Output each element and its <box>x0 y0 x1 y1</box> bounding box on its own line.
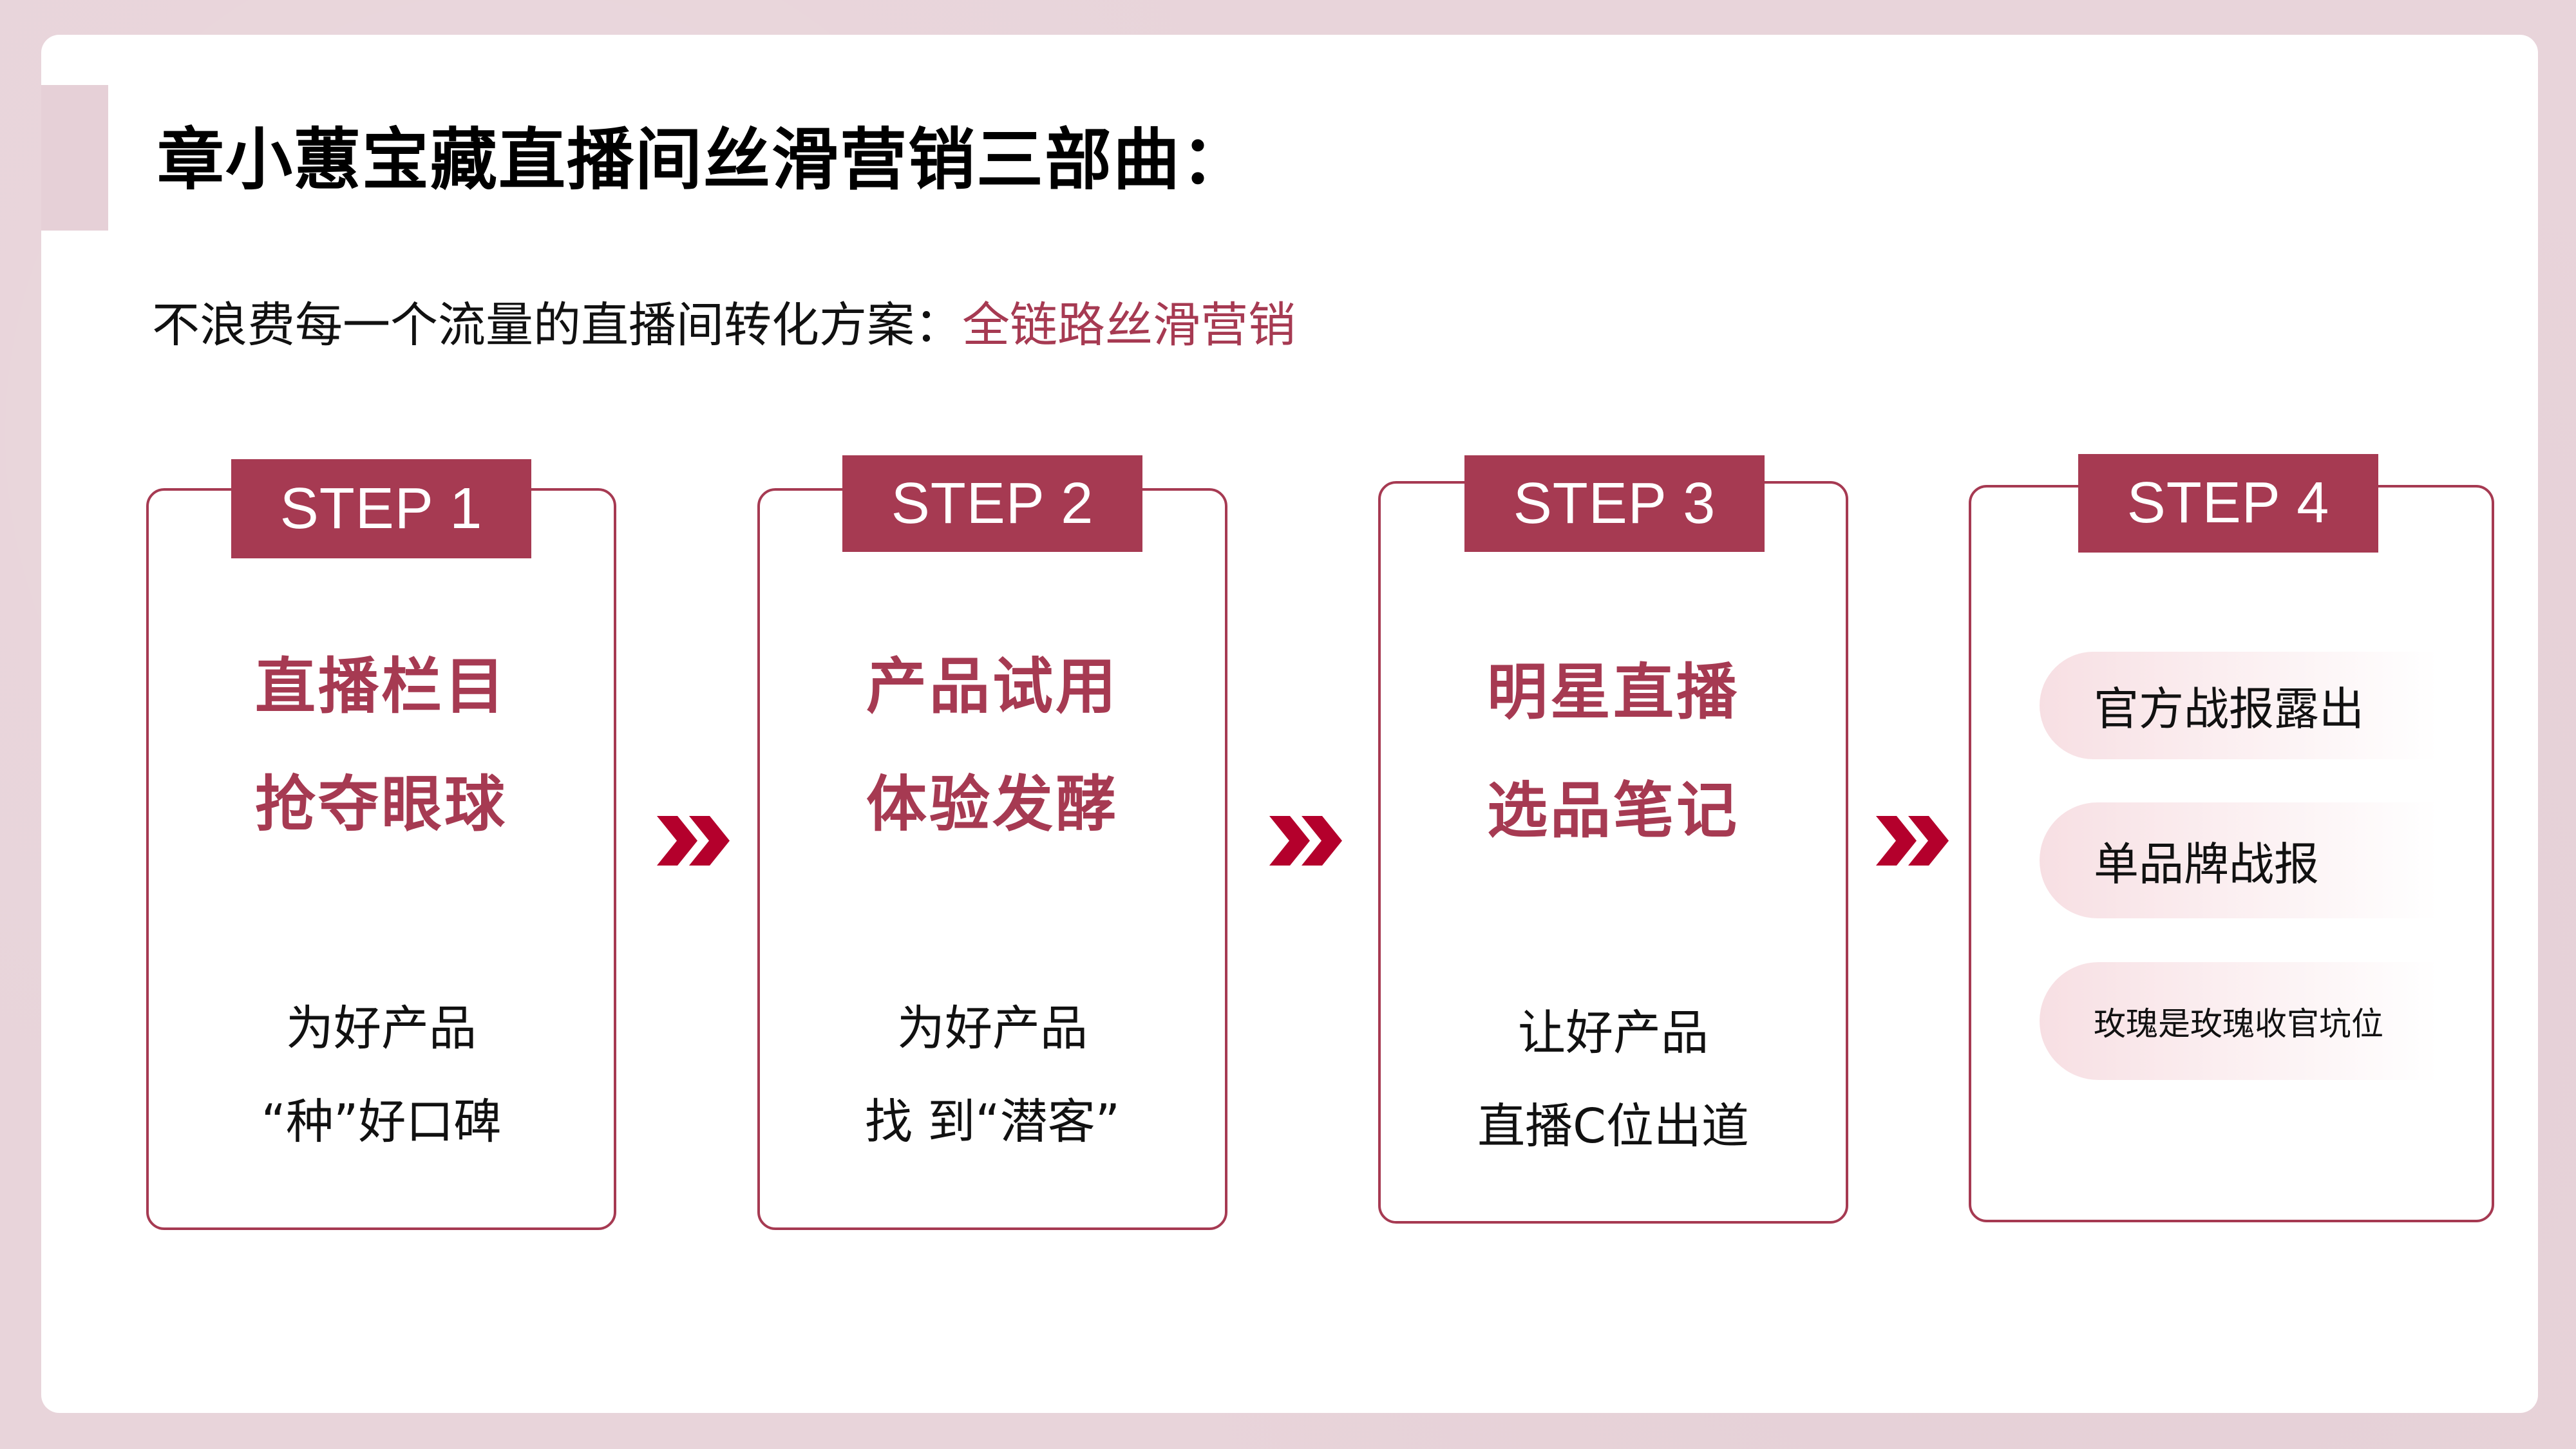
step-card-1: 直播栏目 抢夺眼球 为好产品 “种”好口碑 <box>146 488 616 1230</box>
step-3-heading-line-2: 选品笔记 <box>1486 776 1739 846</box>
double-chevron-right-icon <box>1269 816 1342 866</box>
step-2-heading-line-1: 产品试用 <box>866 652 1119 722</box>
step-1-tag: STEP 1 <box>231 459 531 558</box>
step-card-3: 明星直播 选品笔记 让好产品 直播C位出道 <box>1378 481 1848 1224</box>
step-4-item-3: 玫瑰是玫瑰收官坑位 <box>2040 962 2439 1080</box>
step-3-tag: STEP 3 <box>1464 455 1765 552</box>
step-4-item-1: 官方战报露出 <box>2040 652 2439 759</box>
step-1-body-line-1: 为好产品 <box>286 1001 477 1056</box>
step-1-body-line-2: “种”好口碑 <box>261 1094 502 1150</box>
step-3-body-line-1: 让好产品 <box>1518 1005 1709 1061</box>
step-3-heading-line-1: 明星直播 <box>1486 658 1739 728</box>
page-subtitle: 不浪费每一个流量的直播间转化方案：全链路丝滑营销 <box>152 293 1296 357</box>
step-4-item-2: 单品牌战报 <box>2040 802 2439 918</box>
step-2-body-line-2: 找 到“潜客” <box>864 1094 1121 1150</box>
double-chevron-right-icon <box>657 816 730 866</box>
page-title: 章小蕙宝藏直播间丝滑营销三部曲： <box>157 120 1250 199</box>
step-2-tag: STEP 2 <box>842 455 1142 552</box>
step-2-heading-line-2: 体验发酵 <box>866 770 1119 840</box>
step-card-2: 产品试用 体验发酵 为好产品 找 到“潜客” <box>757 488 1227 1230</box>
step-1-heading-line-2: 抢夺眼球 <box>254 770 507 840</box>
step-4-tag: STEP 4 <box>2078 454 2378 553</box>
subtitle-prefix: 不浪费每一个流量的直播间转化方案： <box>152 298 962 353</box>
title-accent-bar <box>41 85 108 231</box>
double-chevron-right-icon <box>1876 816 1949 866</box>
subtitle-highlight: 全链路丝滑营销 <box>962 298 1296 353</box>
step-2-body-line-1: 为好产品 <box>897 1001 1088 1056</box>
step-3-body-line-2: 直播C位出道 <box>1477 1099 1749 1154</box>
step-card-4: 官方战报露出 单品牌战报 玫瑰是玫瑰收官坑位 <box>1969 485 2494 1222</box>
step-1-heading-line-1: 直播栏目 <box>254 652 507 722</box>
